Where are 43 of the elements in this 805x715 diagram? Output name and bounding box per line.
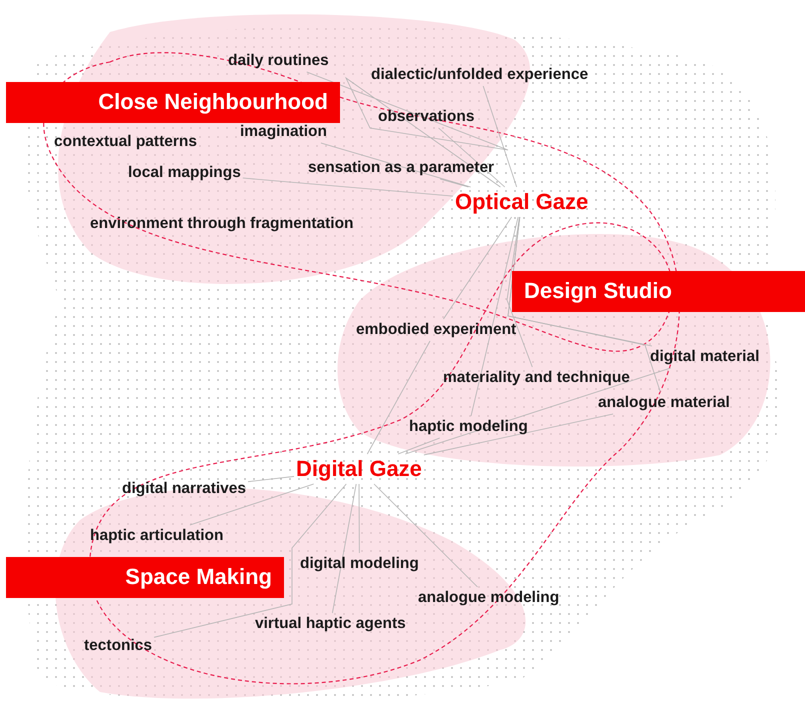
concept-label: dialectic/unfolded experience — [371, 66, 588, 84]
connector-line — [443, 216, 512, 320]
hub-label: Digital Gaze — [296, 456, 422, 482]
connector-line — [358, 484, 360, 554]
connector-line — [508, 216, 661, 392]
connector-line — [374, 484, 478, 588]
concept-label: haptic modeling — [409, 418, 528, 436]
concept-label: environment through fragmentation — [90, 215, 354, 233]
concept-label: haptic articulation — [90, 527, 224, 545]
connector-line — [506, 216, 533, 368]
connector-line — [242, 178, 454, 196]
connector-line — [366, 340, 430, 454]
concept-label: analogue material — [598, 394, 730, 412]
connector-line — [404, 368, 672, 454]
concept-label: imagination — [240, 123, 327, 141]
connector-line — [424, 414, 614, 456]
concept-label: embodied experiment — [356, 321, 516, 339]
hub-label: Optical Gaze — [455, 189, 588, 215]
connector-line — [190, 484, 314, 526]
concept-label: sensation as a parameter — [308, 159, 494, 177]
connector-line — [398, 438, 440, 454]
concept-label: contextual patterns — [54, 133, 197, 151]
connector-line — [438, 128, 506, 188]
connector-line — [306, 72, 508, 188]
connector-line — [440, 178, 469, 188]
category-banner: Design Studio — [512, 271, 805, 312]
concept-label: digital narratives — [122, 480, 246, 498]
connector-line — [332, 484, 357, 614]
connector-line — [470, 216, 518, 416]
connector-line — [248, 476, 294, 482]
concept-label: digital material — [650, 348, 760, 366]
connector-line — [320, 142, 471, 188]
category-banner: Space Making — [6, 557, 284, 598]
concept-label: virtual haptic agents — [255, 615, 406, 633]
concept-label: analogue modeling — [418, 589, 560, 607]
concept-label: daily routines — [228, 52, 329, 70]
concept-label: digital modeling — [300, 555, 419, 573]
concept-label: tectonics — [84, 637, 152, 655]
concept-label: materiality and technique — [443, 369, 630, 387]
connector-line — [154, 484, 347, 638]
category-banner: Close Neighbourhood — [6, 82, 340, 123]
concept-label: local mappings — [128, 164, 241, 182]
connector-line — [482, 86, 518, 188]
